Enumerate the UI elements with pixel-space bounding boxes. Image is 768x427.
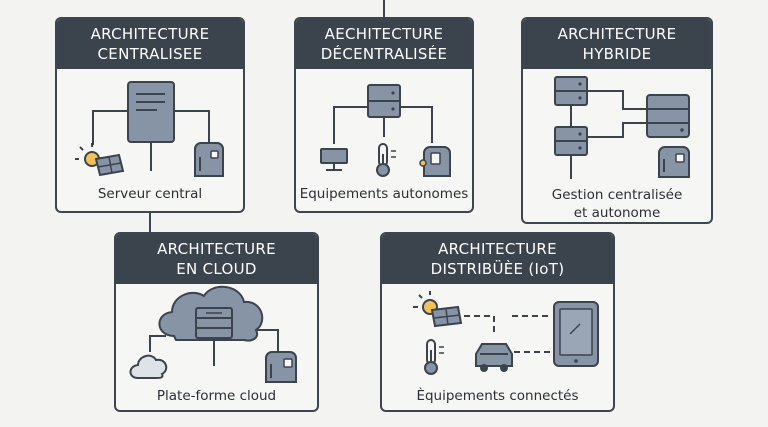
card-cloud: ARCHITECTURE EN CLOUD Plate-forme cloud	[114, 232, 319, 412]
card-title-line2: EN CLOUD	[176, 260, 257, 278]
card-header: ARCHITECTURE HYBRIDE	[523, 19, 711, 69]
server-icon	[195, 307, 233, 339]
tablet-icon	[553, 301, 599, 367]
card-title-line2: DISTRIBÜÈE (IoT)	[430, 260, 565, 278]
card-title-line2: DÉCENTRALISÉE	[320, 45, 448, 63]
smart-lock-icon	[194, 142, 224, 177]
card-header: ARCHITECTURE EN CLOUD	[116, 234, 317, 284]
server-icon	[127, 81, 175, 143]
card-caption: Èquipements connectés	[416, 388, 579, 404]
card-caption: Plate-forme cloud	[156, 388, 277, 404]
connector-top	[383, 0, 385, 18]
device-icon	[320, 148, 348, 171]
card-title-line2: HYBRIDE	[582, 45, 652, 63]
thermometer-icon	[424, 339, 444, 375]
server-icon	[554, 126, 588, 156]
card-title-line1: ARCHITECTURE	[157, 240, 276, 258]
centralisee-illustration	[75, 81, 224, 177]
card-header: ARCHITECTURE CENTRALISEE	[57, 19, 243, 69]
cloud-illustration	[129, 286, 297, 383]
car-icon	[475, 343, 513, 372]
card-title-line1: ARCHITECTURE	[438, 240, 557, 258]
card-hybride: ARCHITECTURE HYBRIDE	[521, 17, 713, 224]
card-caption-line1: Gestion centralisée	[551, 187, 683, 203]
card-header: ARCHITECTURE DISTRIBÜÈE (IoT)	[382, 234, 613, 284]
card-centralisee: ARCHITECTURE CENTRALISEE Serveur central	[55, 17, 245, 213]
server-icon	[554, 76, 588, 106]
smart-lock-icon	[419, 146, 451, 177]
decentralisee-illustration	[320, 84, 451, 177]
small-cloud-icon	[129, 354, 168, 379]
card-title-line1: ARCHITECTURE	[557, 25, 677, 43]
server-icon	[646, 94, 690, 138]
card-caption: Equipements autonomes	[299, 186, 469, 202]
card-caption-line2: et autonome	[573, 205, 661, 221]
card-title-line2: CENTRALISEE	[97, 45, 203, 63]
card-header: AECHITECTURE DÉCENTRALISÉE	[296, 19, 472, 69]
solar-panel-icon	[413, 291, 463, 328]
card-decentralisee: AECHITECTURE DÉCENTRALISÉE	[294, 17, 474, 213]
card-distribuee: ARCHITECTURE DISTRIBÜÈE (IoT)	[380, 232, 615, 412]
smart-lock-icon	[658, 146, 690, 178]
connector-central-cloud	[149, 211, 151, 233]
thermometer-icon	[376, 143, 396, 177]
card-title-line1: AECHITECTURE	[324, 25, 444, 43]
solar-panel-icon	[75, 143, 125, 177]
server-icon	[367, 84, 401, 118]
card-title-line1: ARCHITECTURE	[90, 25, 210, 43]
card-caption: Serveur central	[97, 186, 203, 202]
distribuee-illustration	[413, 291, 599, 375]
hybride-illustration	[554, 76, 690, 179]
smart-lock-icon	[265, 351, 297, 383]
